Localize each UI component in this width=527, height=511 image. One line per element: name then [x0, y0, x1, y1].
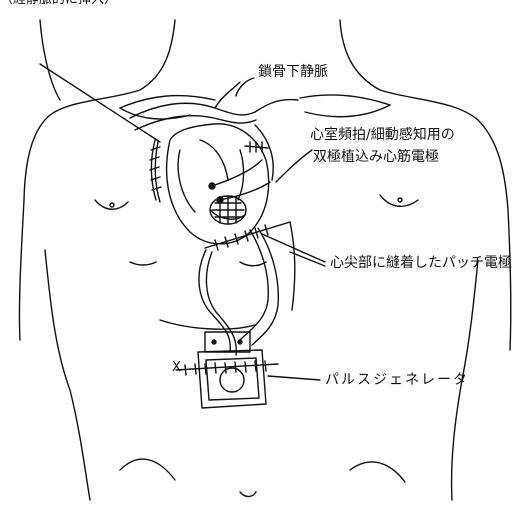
- incision-mark: X: [172, 359, 181, 377]
- label-sensing-electrode-line2: 双極植込み心筋電極: [313, 148, 439, 166]
- label-sensing-electrode-line1: 心室頻拍/細動感知用の: [310, 126, 455, 144]
- label-pulse-generator: パルスジェネレータ: [325, 371, 469, 389]
- subclavian-vein: [130, 82, 298, 130]
- leader-lines: [40, 64, 325, 380]
- top-caption-fragment: （経静脈的に挿入）: [0, 0, 117, 9]
- sensing-electrode: [209, 142, 270, 203]
- patch-electrode: [205, 196, 290, 250]
- pulse-generator: [176, 332, 278, 408]
- label-patch-electrode: 心尖部に縫着したパッチ電極: [330, 254, 512, 272]
- label-subclavian-vein: 鎖骨下静脈: [258, 63, 328, 81]
